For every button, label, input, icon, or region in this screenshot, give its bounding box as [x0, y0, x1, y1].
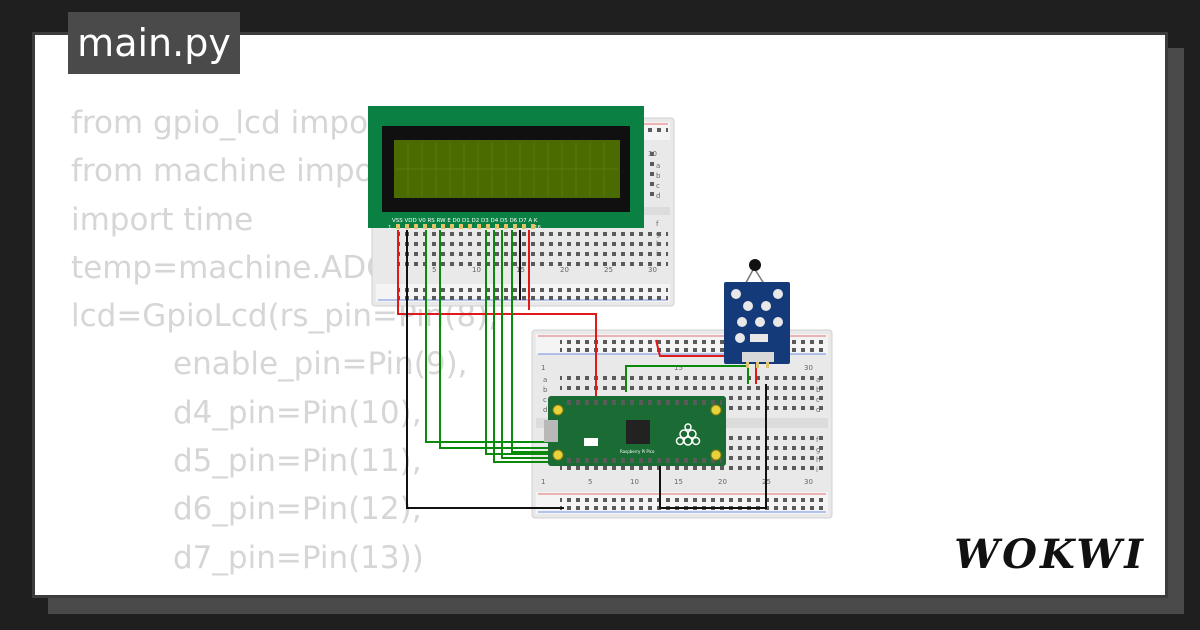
code-line: lcd=GpioLcd(rs_pin=Pin(8),	[71, 298, 499, 335]
code-line: temp=machine.ADC(4)	[71, 249, 432, 286]
code-line: d4_pin=Pin(10),	[173, 394, 422, 431]
code-line: d7_pin=Pin(13))	[173, 539, 424, 576]
file-tab[interactable]: main.py	[68, 12, 240, 74]
code-line: d6_pin=Pin(12),	[173, 491, 422, 528]
code-line: import time	[71, 201, 254, 238]
code-line: from gpio_lcd import GpioLcd	[71, 105, 529, 141]
code-card: from gpio_lcd import GpioLcd from machine…	[32, 32, 1168, 598]
code-line: d5_pin=Pin(11),	[173, 443, 422, 480]
code-preview: from gpio_lcd import GpioLcd from machine…	[71, 99, 1165, 582]
code-line: enable_pin=Pin(9),	[173, 346, 468, 383]
wokwi-logo: WOKWI	[954, 531, 1146, 578]
code-line: from machine import Pin, ADC	[71, 153, 541, 190]
